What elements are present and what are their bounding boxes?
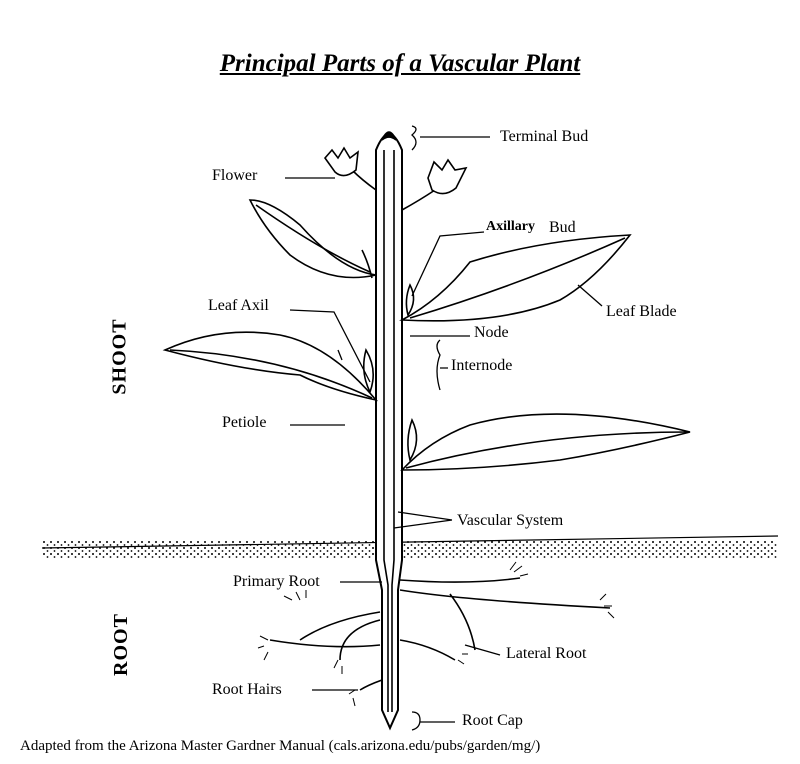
label-leaf-blade: Leaf Blade	[606, 303, 677, 320]
section-label-shoot: SHOOT	[108, 318, 131, 395]
label-root-hairs: Root Hairs	[212, 681, 282, 698]
soil-line	[41, 535, 779, 558]
lateral-roots	[269, 577, 611, 691]
leaf-upper-left	[248, 199, 377, 279]
label-lateral-root: Lateral Root	[506, 645, 587, 662]
flower-right	[401, 158, 468, 211]
leaf-middle-left	[162, 331, 379, 402]
leaf-upper-right	[399, 234, 632, 322]
label-node: Node	[474, 324, 509, 341]
label-terminal-bud: Terminal Bud	[500, 128, 589, 145]
root-hairs	[257, 561, 615, 707]
label-flower: Flower	[212, 167, 258, 184]
source-caption: Adapted from the Arizona Master Gardner …	[20, 738, 541, 754]
leader-lines	[285, 125, 603, 731]
label-internode: Internode	[451, 357, 513, 374]
label-vascular-system: Vascular System	[457, 512, 564, 529]
label-primary-root: Primary Root	[233, 573, 320, 590]
stem	[375, 131, 403, 731]
flower-left	[323, 146, 377, 191]
diagram-title: Principal Parts of a Vascular Plant	[219, 50, 581, 77]
label-axillary-bud: Bud	[549, 219, 576, 236]
label-axillary: Axillary	[486, 219, 535, 234]
label-leaf-axil: Leaf Axil	[208, 297, 269, 314]
label-petiole: Petiole	[222, 414, 267, 431]
section-label-root: ROOT	[109, 613, 132, 676]
leaf-lower-right	[400, 413, 691, 471]
label-root-cap: Root Cap	[462, 712, 523, 729]
